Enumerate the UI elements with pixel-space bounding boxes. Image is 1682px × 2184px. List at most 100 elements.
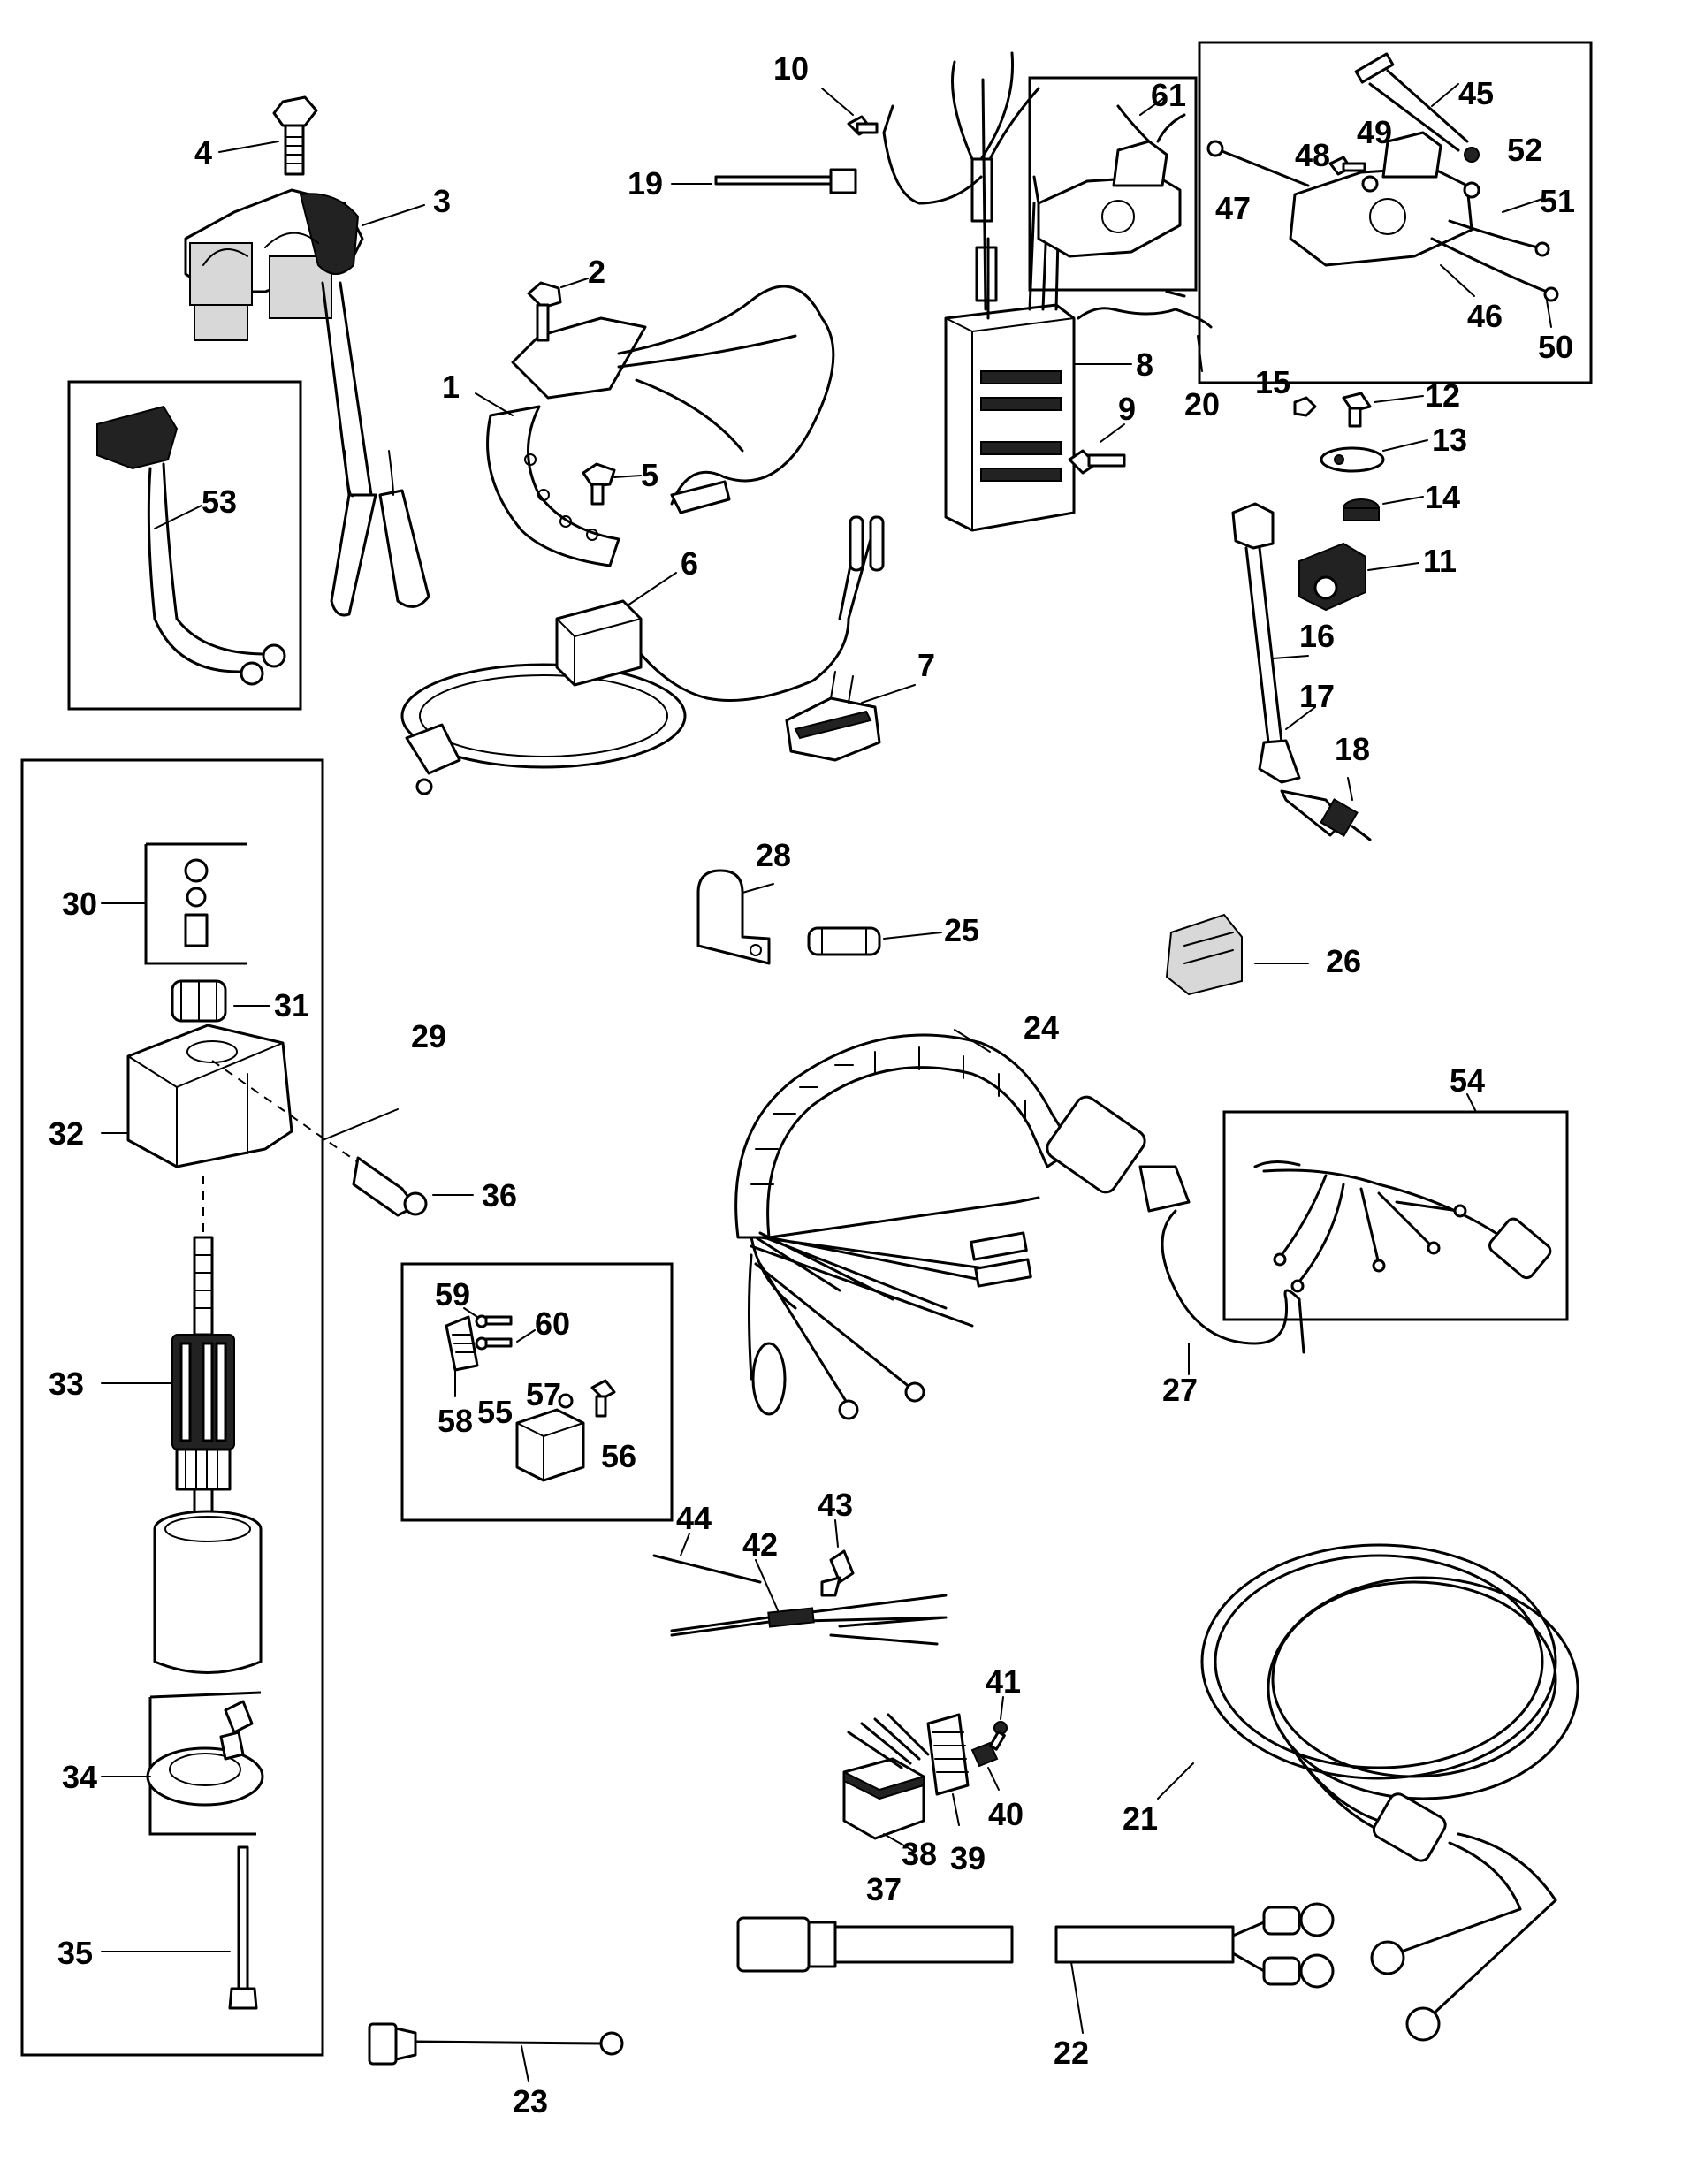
label-13: 13 [1432, 422, 1467, 458]
screw-part-60 [475, 1336, 513, 1351]
label-6: 6 [681, 545, 698, 582]
label-26: 26 [1326, 943, 1361, 979]
label-8: 8 [1136, 346, 1153, 383]
screw-part-2 [527, 281, 562, 342]
label-15: 15 [1255, 364, 1290, 400]
label-25: 25 [944, 912, 979, 948]
label-44: 44 [676, 1500, 712, 1536]
end-cap-part-32 [126, 1024, 293, 1168]
connector-part-7 [785, 671, 881, 762]
lead-part-47 [1206, 140, 1310, 187]
solenoid-part-61 [1037, 104, 1186, 258]
label-18: 18 [1335, 731, 1370, 767]
bolt-part-4 [272, 95, 318, 176]
label-21: 21 [1123, 1800, 1158, 1837]
label-52: 52 [1507, 132, 1542, 168]
label-54: 54 [1450, 1062, 1485, 1099]
cable-part-22 [736, 1902, 1335, 1989]
inset-box-53 [67, 380, 302, 711]
connector-part-43 [820, 1549, 855, 1597]
plug-wire-part-16 [1231, 502, 1283, 744]
label-17: 17 [1299, 678, 1335, 714]
label-5: 5 [641, 457, 658, 493]
lead-part-51 [1448, 219, 1550, 257]
armature-part-33 [171, 1236, 235, 1518]
spark-plug-part-18 [1280, 789, 1372, 841]
nut-part-40 [970, 1741, 999, 1768]
label-57: 57 [526, 1376, 561, 1412]
label-37: 37 [866, 1871, 902, 1907]
bracket-part-30 [144, 842, 247, 965]
label-43: 43 [818, 1487, 853, 1523]
label-58: 58 [438, 1403, 473, 1439]
label-59: 59 [435, 1276, 470, 1313]
screw-part-41 [988, 1721, 1008, 1751]
label-38: 38 [902, 1836, 937, 1872]
lead-part-23 [368, 2022, 624, 2066]
tie-part-44 [652, 1554, 762, 1584]
label-33: 33 [49, 1366, 84, 1402]
inset-box-starter-29 [20, 758, 324, 2057]
label-61: 61 [1151, 77, 1186, 113]
coil-part-6 [400, 515, 885, 795]
label-22: 22 [1054, 2035, 1089, 2071]
label-30: 30 [62, 886, 97, 922]
screw-part-48 [1328, 156, 1366, 176]
label-14: 14 [1425, 479, 1460, 515]
label-23: 23 [513, 2083, 548, 2119]
trigger-part-1 [486, 285, 835, 567]
bolt-part-35 [228, 1845, 258, 2010]
terminal-part-13 [1320, 446, 1385, 473]
screw-part-10 [847, 115, 879, 136]
label-19: 19 [628, 165, 663, 202]
label-51: 51 [1540, 183, 1575, 219]
lead-part-45 [1354, 52, 1480, 163]
inset-box-45-52 [1198, 41, 1593, 384]
relay-part-55 [515, 1408, 585, 1482]
bolt-part-36 [352, 1156, 428, 1217]
label-35: 35 [57, 1935, 93, 1971]
label-47: 47 [1215, 190, 1251, 226]
inset-box-61 [1028, 76, 1198, 292]
tie-strap-part-19 [714, 168, 857, 194]
screw-part-5 [582, 462, 616, 506]
label-29: 29 [411, 1018, 446, 1054]
label-50: 50 [1538, 329, 1573, 365]
nut-part-57 [558, 1393, 574, 1409]
label-24: 24 [1024, 1009, 1059, 1046]
screw-part-9 [1068, 449, 1126, 475]
label-31: 31 [274, 987, 309, 1024]
switch-box-part-8 [882, 51, 1177, 532]
inset-box-55-60 [400, 1262, 674, 1522]
clamp-part-28 [696, 869, 771, 965]
screw-part-12 [1342, 392, 1372, 428]
label-34: 34 [62, 1759, 97, 1795]
callout-labels: 1 2 3 4 5 6 7 8 9 10 11 12 13 14 15 16 1… [49, 50, 1575, 2119]
nut-part-15 [1293, 396, 1317, 417]
grommet-part-26 [1165, 913, 1243, 996]
label-9: 9 [1118, 391, 1136, 427]
label-55: 55 [477, 1394, 513, 1430]
label-56: 56 [601, 1438, 636, 1474]
grommet-part-14 [1343, 498, 1380, 521]
label-36: 36 [482, 1177, 517, 1214]
harness-part-54 [1253, 1160, 1552, 1293]
lead-part-20 [1165, 290, 1213, 329]
nut-part-52 [1463, 181, 1480, 199]
label-49: 49 [1357, 114, 1392, 150]
drive-part-31 [171, 979, 227, 1023]
frame-part-starter [153, 1510, 263, 1674]
label-16: 16 [1299, 618, 1335, 654]
label-53: 53 [202, 483, 237, 520]
label-27: 27 [1162, 1372, 1198, 1408]
nut-part-49 [1361, 175, 1379, 193]
label-39: 39 [950, 1840, 986, 1876]
label-1: 1 [442, 369, 460, 405]
label-28: 28 [756, 837, 791, 873]
label-60: 60 [535, 1305, 570, 1342]
label-46: 46 [1467, 298, 1503, 334]
cable-part-21 [1200, 1543, 1579, 2042]
label-45: 45 [1458, 75, 1494, 111]
label-11: 11 [1423, 543, 1457, 579]
label-41: 41 [986, 1663, 1021, 1700]
